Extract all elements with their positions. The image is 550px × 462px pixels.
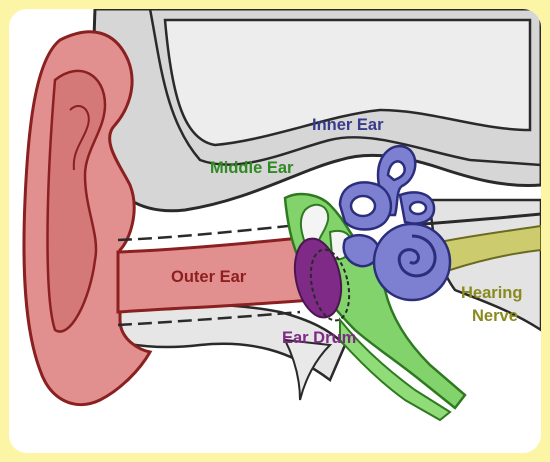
- label-outer-ear: Outer Ear: [171, 269, 246, 286]
- label-hearing-nerve-line2: Nerve: [472, 308, 518, 325]
- canal-skin-top: [118, 225, 298, 240]
- label-middle-ear: Middle Ear: [210, 160, 293, 177]
- diagram-card: Inner Ear Middle Ear Outer Ear Ear Drum …: [9, 9, 541, 453]
- ear-anatomy-illustration: [9, 9, 541, 453]
- label-inner-ear: Inner Ear: [312, 117, 384, 134]
- label-ear-drum: Ear Drum: [282, 330, 356, 347]
- label-hearing-nerve-line1: Hearing: [461, 285, 522, 302]
